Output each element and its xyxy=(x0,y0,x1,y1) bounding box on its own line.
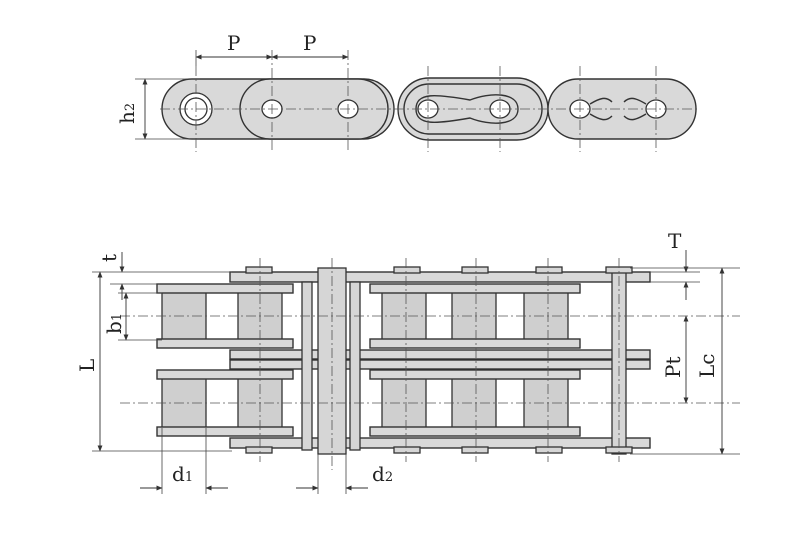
pin-length-label: L xyxy=(75,359,99,372)
outer-plate-top xyxy=(229,271,651,283)
link-plate-b xyxy=(349,281,361,451)
outer-plate-mid-1 xyxy=(229,349,651,360)
inner-plate-3 xyxy=(156,369,294,380)
link-slot xyxy=(415,94,519,124)
inner-plate-6 xyxy=(369,338,581,349)
inner-plate-8 xyxy=(369,426,581,437)
plate-thickness-label: t xyxy=(97,254,121,262)
plate-height-label: h2 xyxy=(115,103,139,124)
side-view: L t b1 T Pt Lc xyxy=(75,229,740,494)
link-plate-a xyxy=(301,281,313,451)
pitch-label-1: P xyxy=(227,31,240,55)
inner-plate-2 xyxy=(156,338,294,349)
outer-plate-thickness-label: T xyxy=(668,229,682,253)
pitch-label-2: P xyxy=(303,31,316,55)
inner-plate-4 xyxy=(156,426,294,437)
top-view: P P h2 xyxy=(115,31,700,152)
outer-plate-mid-2 xyxy=(229,359,651,370)
inner-width-label: b1 xyxy=(102,313,126,334)
connecting-pin-length-label: Lc xyxy=(695,354,719,378)
roller-diameter-label: d1 xyxy=(172,462,193,486)
transverse-pitch-label: Pt xyxy=(661,357,685,379)
pin-diameter-label: d2 xyxy=(372,462,393,486)
inner-plate-5 xyxy=(369,283,581,294)
outer-plate-bottom xyxy=(229,437,651,449)
spring-clip-right xyxy=(623,97,647,121)
spring-clip-left xyxy=(589,97,613,121)
inner-plate-7 xyxy=(369,369,581,380)
inner-plate-1 xyxy=(156,283,294,294)
